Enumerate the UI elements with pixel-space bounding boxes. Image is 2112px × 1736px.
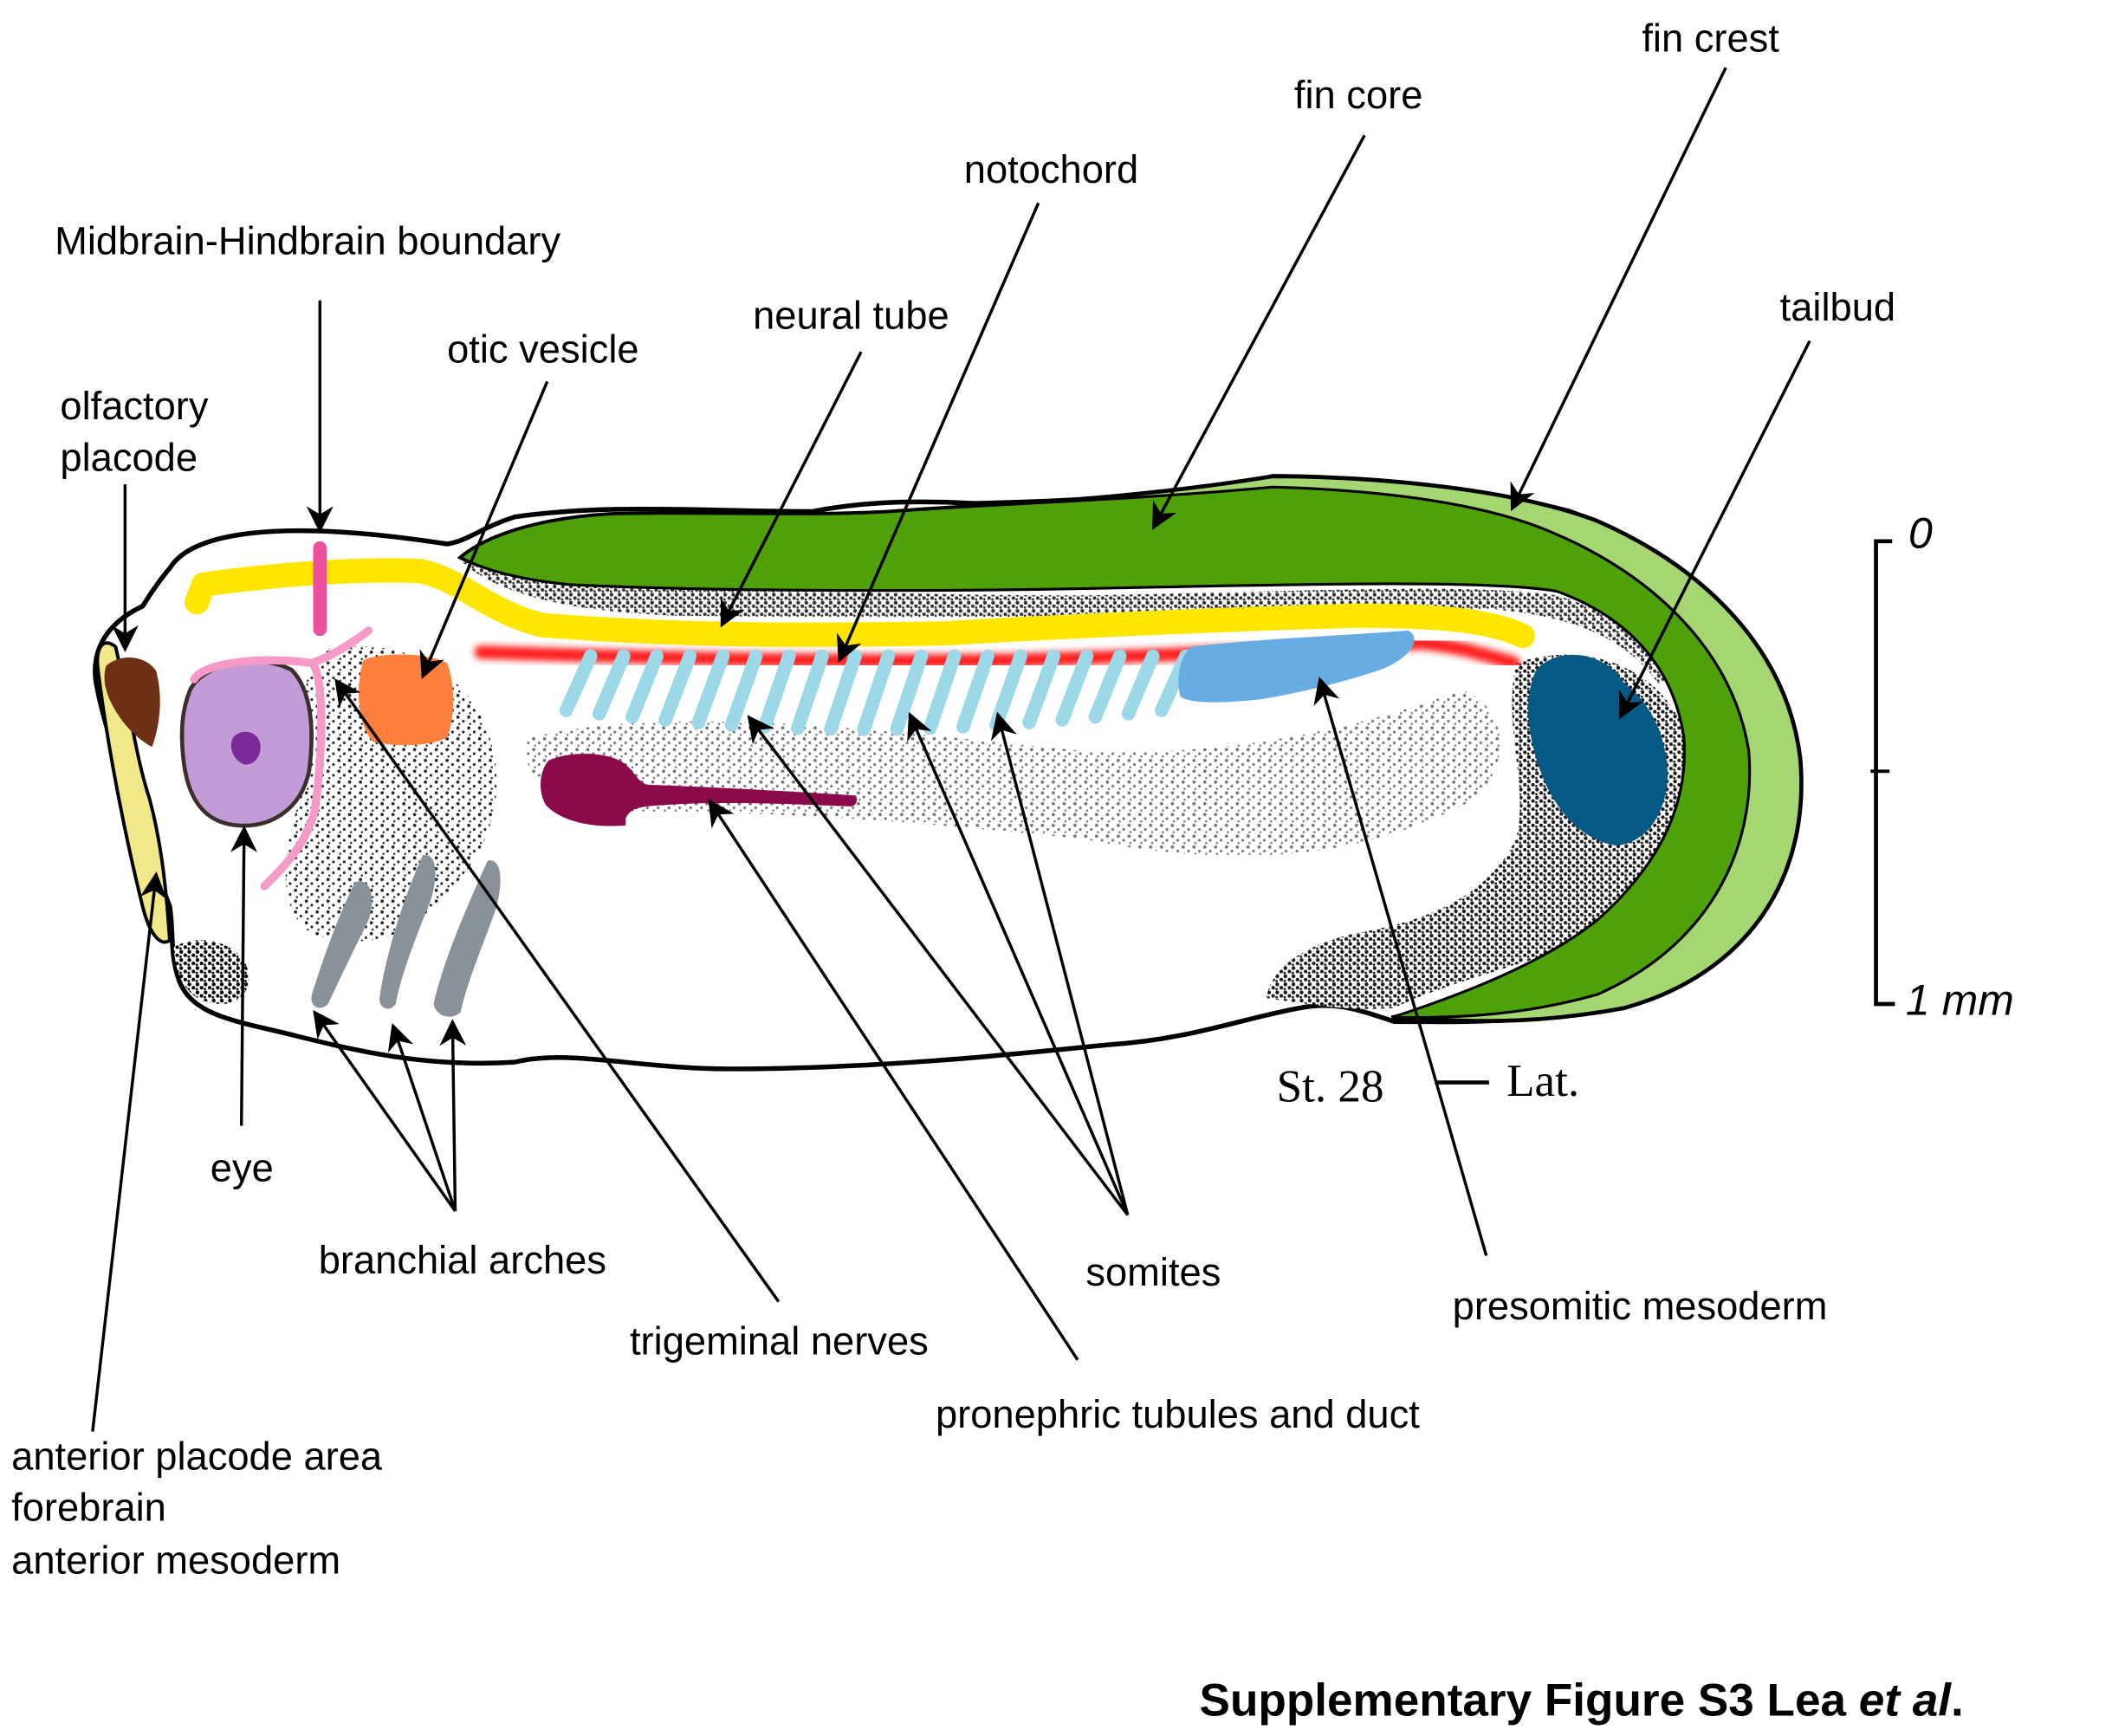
label-somites: somites — [1085, 1250, 1221, 1294]
somite — [724, 649, 763, 732]
scale-bar-bottom-label: 1 mm — [1906, 975, 2014, 1024]
leader-tailbud — [1618, 340, 1811, 720]
caption-suffix: . — [1951, 1675, 1964, 1726]
label-midbrain-hindbrain: Midbrain-Hindbrain boundary — [55, 219, 560, 263]
somite — [857, 649, 896, 736]
somite — [1055, 649, 1094, 727]
figure-caption: Supplementary Figure S3 Lea et al. — [1200, 1675, 1964, 1726]
somite — [956, 649, 994, 734]
fin-core — [457, 485, 1752, 1020]
caption-italic: et al — [1859, 1675, 1952, 1726]
label-eye: eye — [211, 1146, 274, 1190]
label-pronephric: pronephric tubules and duct — [936, 1392, 1420, 1436]
labels: Midbrain-Hindbrain boundary otic vesicle… — [11, 16, 1895, 1582]
somite — [1121, 649, 1160, 721]
presomitic-mesoderm — [1178, 630, 1415, 703]
label-fin-crest: fin crest — [1642, 16, 1779, 60]
somite — [890, 649, 929, 736]
somite — [757, 649, 796, 734]
branchial-arch-3 — [433, 860, 501, 1017]
eye — [179, 658, 314, 828]
leader-anterior-placode — [91, 871, 167, 1432]
trigeminal-nerves — [190, 626, 373, 891]
leader-trigeminal — [334, 678, 781, 1303]
label-anterior-line2: forebrain — [11, 1486, 166, 1530]
caption-prefix: Supplementary Figure S3 Lea — [1200, 1675, 1859, 1726]
label-anterior-line3: anterior mesoderm — [11, 1538, 340, 1583]
leader-otic-vesicle — [419, 380, 549, 679]
leader-branchial-2 — [387, 1023, 457, 1212]
branchial-arches — [311, 854, 501, 1017]
leader-presomitic — [1313, 677, 1488, 1256]
somite — [791, 649, 829, 735]
label-neural-tube: neural tube — [753, 294, 949, 338]
leader-notochord — [837, 202, 1040, 664]
scale-bar: 0 1 mm — [1870, 509, 2014, 1024]
neural-tube — [185, 558, 1535, 649]
somites-group — [559, 649, 1193, 736]
somite — [658, 649, 697, 727]
somite — [923, 649, 962, 735]
label-fin-core: fin core — [1294, 73, 1423, 117]
somite — [559, 649, 598, 717]
label-notochord: notochord — [964, 147, 1138, 191]
somite — [625, 649, 664, 724]
eye-lens — [230, 731, 261, 765]
label-presomitic-mesoderm: presomitic mesoderm — [1453, 1284, 1828, 1328]
leader-neural-tube — [720, 351, 863, 628]
leader-fin-core — [1151, 134, 1366, 530]
leader-somites-1 — [747, 715, 1130, 1216]
leader-branchial-1 — [313, 1009, 457, 1212]
olfactory-placode — [104, 657, 160, 748]
leader-branchial-3 — [439, 1019, 467, 1211]
leader-somites-2 — [907, 711, 1130, 1216]
branchial-arch-1 — [311, 881, 373, 1008]
label-anterior-line1: anterior placode area — [11, 1434, 383, 1478]
somite — [824, 649, 862, 736]
label-branchial-arches: branchial arches — [319, 1238, 606, 1282]
view-label: Lat. — [1506, 1056, 1579, 1106]
leader-eye — [230, 825, 258, 1126]
pronephric-tubules-and-duct — [540, 754, 858, 826]
label-olfactory-line2: placode — [60, 436, 198, 480]
label-olfactory-line1: olfactory — [60, 384, 208, 428]
leader-somites-3 — [990, 711, 1130, 1216]
label-tailbud: tailbud — [1780, 285, 1895, 329]
somite — [1088, 649, 1127, 724]
label-otic-vesicle: otic vesicle — [447, 327, 638, 372]
stage-label: St. 28 — [1277, 1061, 1384, 1111]
somite — [592, 649, 631, 721]
label-trigeminal-nerves: trigeminal nerves — [630, 1319, 929, 1364]
somite — [1022, 649, 1061, 729]
scale-bar-top-label: 0 — [1908, 509, 1933, 558]
leader-lines — [91, 67, 1811, 1432]
branchial-arch-2 — [379, 854, 436, 1009]
somite — [691, 649, 730, 729]
snout-shading — [173, 940, 249, 1004]
dorsal-shading — [460, 561, 1679, 683]
leader-pronephric — [708, 799, 1079, 1361]
leader-fin-crest — [1510, 67, 1727, 512]
